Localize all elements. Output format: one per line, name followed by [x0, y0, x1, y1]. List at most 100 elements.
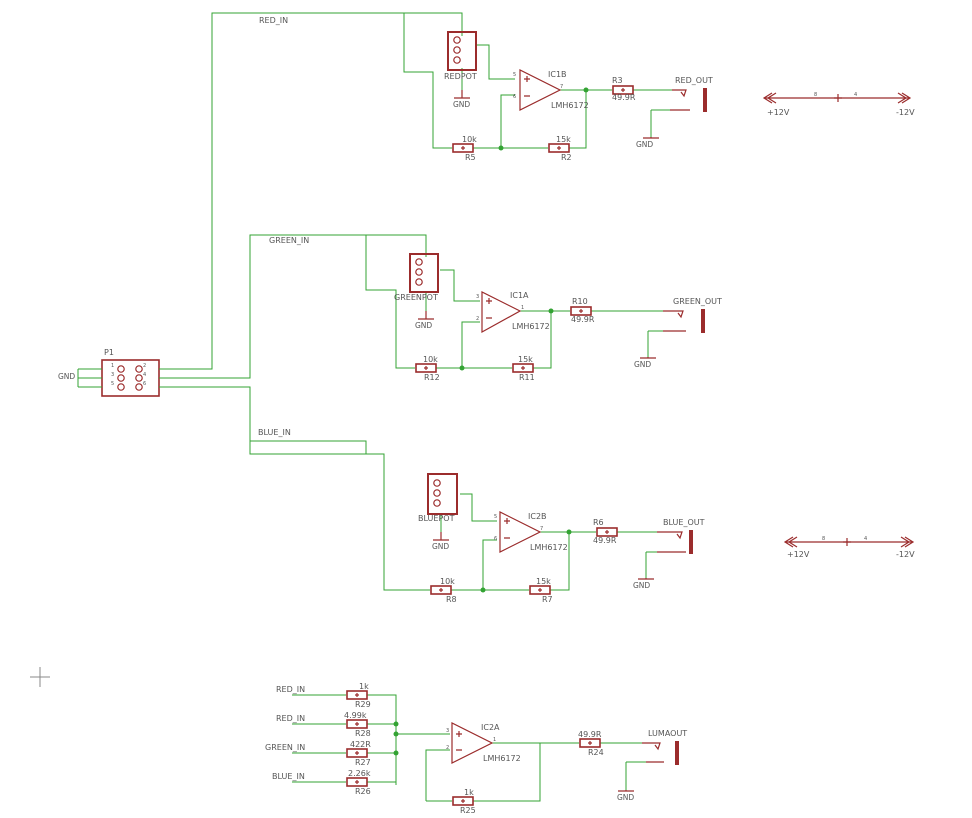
resistor-r6[interactable]: [596, 527, 618, 537]
resistor-r7[interactable]: [529, 585, 551, 595]
gnd-symbol: [433, 532, 449, 541]
resistor-name: R7: [542, 595, 553, 604]
resistor-name: R27: [355, 758, 371, 767]
gnd-label: GND: [617, 793, 634, 802]
jack-blue-out[interactable]: [657, 530, 693, 554]
resistor-value: 10k: [462, 135, 477, 144]
resistor-value: 10k: [423, 355, 438, 364]
jack-luma-out[interactable]: [642, 741, 679, 765]
jack-red-out[interactable]: [670, 88, 707, 112]
pin-label: 1: [521, 305, 524, 311]
pin-label: 8: [814, 92, 817, 98]
resistor-name: R25: [460, 806, 476, 815]
opamp-name: IC1A: [510, 291, 529, 300]
pot-green[interactable]: [409, 253, 439, 293]
resistor-value: 49.9R: [571, 315, 595, 324]
resistor-name: R26: [355, 787, 371, 796]
blue-channel: BLUE_IN BLUEPOT GND IC2B LMH6172 5 6 7 R…: [250, 428, 705, 604]
pot-label: BLUEPOT: [418, 514, 455, 523]
resistor-value: 49.9R: [612, 93, 636, 102]
resistor-name: R10: [572, 297, 588, 306]
resistor-r26[interactable]: [346, 777, 368, 787]
luma-input-net: GREEN_IN: [265, 743, 305, 752]
opamp-name: IC1B: [548, 70, 567, 79]
pin-label: 4: [864, 536, 867, 542]
pot-label: GREENPOT: [394, 293, 438, 302]
resistor-name: R29: [355, 700, 371, 709]
resistor-r24[interactable]: [579, 738, 601, 748]
resistor-r27[interactable]: [346, 748, 368, 758]
power-pos-label: +12V: [787, 550, 810, 559]
connector-p1[interactable]: P1 1 3 5 2 4 6: [101, 348, 160, 397]
gnd-label: GND: [453, 100, 470, 109]
resistor-value: 15k: [536, 577, 551, 586]
gnd-symbol: [618, 790, 634, 792]
resistor-r2[interactable]: [548, 143, 570, 153]
resistor-r28[interactable]: [346, 719, 368, 729]
resistor-name: R5: [465, 153, 476, 162]
opamp-luma[interactable]: [451, 722, 494, 764]
power-pos-label: +12V: [767, 108, 790, 117]
pot-blue[interactable]: [427, 473, 458, 515]
gnd-symbol: [643, 137, 659, 139]
resistor-value: 49.9R: [578, 730, 602, 739]
resistor-name: R11: [519, 373, 535, 382]
luma-input-net: RED_IN: [276, 714, 305, 723]
gnd-label: GND: [415, 321, 432, 330]
pin-label: 7: [540, 526, 543, 532]
resistor-r29[interactable]: [346, 690, 368, 700]
gnd-symbol: [638, 578, 654, 580]
pin-label: 5: [513, 72, 516, 78]
resistor-r11[interactable]: [512, 363, 534, 373]
resistor-value: 422R: [350, 740, 371, 749]
opamp-name: IC2B: [528, 512, 547, 521]
power-neg-label: -12V: [896, 108, 915, 117]
gnd-label: GND: [636, 140, 653, 149]
green-channel: GREEN_IN GREENPOT GND IC1A LMH6172 3 2 1…: [269, 235, 722, 382]
resistor-name: R28: [355, 729, 371, 738]
resistor-r5[interactable]: [452, 143, 474, 153]
pot-red[interactable]: [447, 31, 477, 71]
opamp-blue[interactable]: [499, 511, 542, 553]
jack-green-out[interactable]: [663, 309, 705, 333]
pin-label: 1: [111, 363, 114, 369]
luma-input-net: RED_IN: [276, 685, 305, 694]
resistor-r25[interactable]: [452, 796, 474, 806]
pin-label: 5: [111, 381, 114, 387]
power-rail-1: 8 4 +12V -12V: [762, 92, 915, 117]
resistor-name: R6: [593, 518, 604, 527]
opamp-type: LMH6172: [551, 101, 589, 110]
resistor-r3[interactable]: [612, 85, 634, 95]
pin-label: 3: [476, 294, 479, 300]
resistor-name: R8: [446, 595, 457, 604]
net-label-blue-in: BLUE_IN: [258, 428, 291, 437]
resistor-r8[interactable]: [430, 585, 452, 595]
pin-label: 4: [143, 372, 146, 378]
net-label-red-in: RED_IN: [259, 16, 288, 25]
gnd-label: GND: [432, 542, 449, 551]
power-rail-2: 8 4 +12V -12V: [783, 536, 915, 559]
red-channel: RED_IN REDPOT GND IC1B LMH6172 5 6 7 R3 …: [259, 13, 713, 162]
output-label: BLUE_OUT: [663, 518, 705, 527]
output-label: GREEN_OUT: [673, 297, 722, 306]
opamp-green[interactable]: [481, 291, 522, 334]
pin-label: 2: [476, 316, 479, 322]
output-label: LUMAOUT: [648, 729, 687, 738]
pin-label: 2: [143, 363, 146, 369]
resistor-value: 4.99k: [344, 711, 367, 720]
opamp-name: IC2A: [481, 723, 500, 732]
resistor-value: 15k: [556, 135, 571, 144]
connector-name: P1: [104, 348, 114, 357]
origin-crosshair-icon: [30, 667, 50, 687]
gnd-label: GND: [633, 581, 650, 590]
opamp-red[interactable]: [519, 69, 562, 111]
resistor-r10[interactable]: [570, 306, 592, 316]
gnd-symbol: [640, 357, 656, 359]
resistor-value: 15k: [518, 355, 533, 364]
net-label-green-in: GREEN_IN: [269, 236, 309, 245]
pin-label: 8: [822, 536, 825, 542]
power-neg-label: -12V: [896, 550, 915, 559]
resistor-value: 1k: [464, 788, 474, 797]
resistor-name: R24: [588, 748, 604, 757]
resistor-r12[interactable]: [415, 363, 437, 373]
